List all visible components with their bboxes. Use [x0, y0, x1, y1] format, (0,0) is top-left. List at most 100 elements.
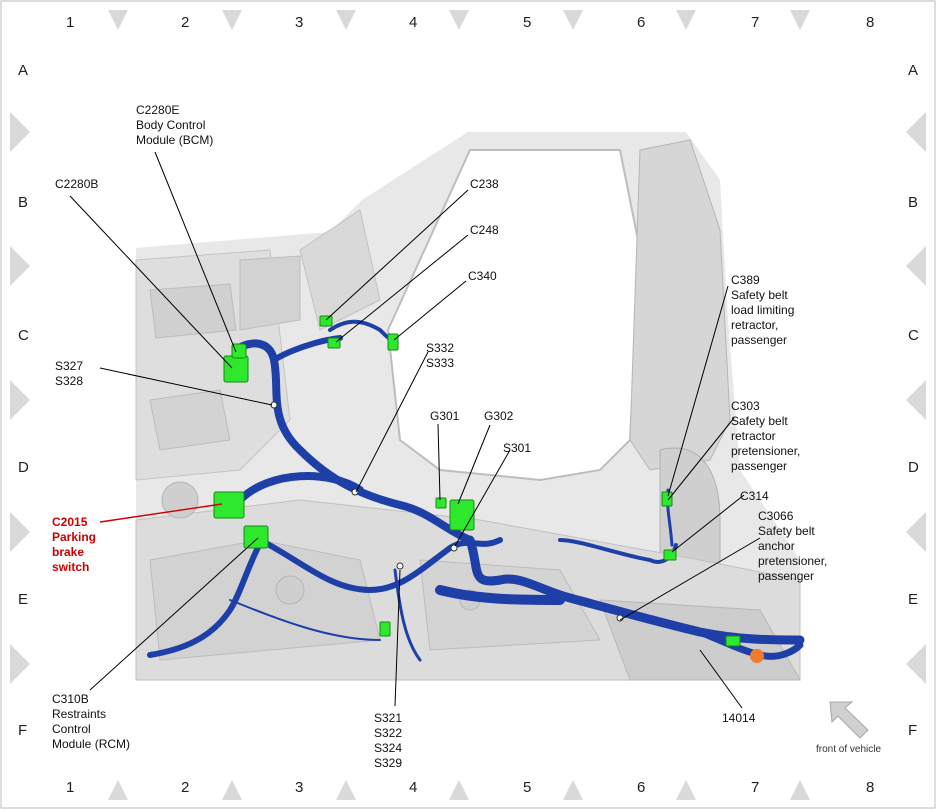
label-c389: C389 Safety belt load limiting retractor… [731, 273, 794, 347]
svg-text:brake: brake [52, 545, 84, 559]
svg-text:S332: S332 [426, 341, 454, 355]
svg-text:Control: Control [52, 722, 91, 736]
label-c2015: C2015 Parking brake switch [52, 515, 96, 574]
svg-text:S333: S333 [426, 356, 454, 370]
connector-c340 [387, 333, 399, 351]
orange-connector [750, 649, 764, 663]
connector-c238 [319, 315, 333, 327]
label-14014: 14014 [722, 711, 756, 725]
svg-text:Body Control: Body Control [136, 118, 205, 132]
label-c303: C303 Safety belt retractor pretensioner,… [731, 399, 800, 473]
label-s321: S321 S322 S324 S329 [374, 711, 402, 770]
svg-text:Safety belt: Safety belt [731, 288, 788, 302]
svg-text:6: 6 [637, 14, 645, 31]
svg-text:C3066: C3066 [758, 509, 794, 523]
label-s332: S332 S333 [426, 341, 454, 370]
svg-text:C: C [908, 327, 919, 344]
svg-text:2: 2 [181, 779, 189, 796]
connector-c2280b [223, 355, 249, 383]
label-s327: S327 S328 [55, 359, 83, 388]
svg-text:passenger: passenger [758, 569, 814, 583]
svg-text:load limiting: load limiting [731, 303, 794, 317]
svg-text:C2280E: C2280E [136, 103, 179, 117]
row-labels-right: A B C D E F [908, 62, 919, 739]
svg-text:Restraints: Restraints [52, 707, 106, 721]
svg-text:7: 7 [751, 14, 759, 31]
svg-text:C389: C389 [731, 273, 760, 287]
label-c310b: C310B Restraints Control Module (RCM) [52, 692, 130, 751]
svg-text:anchor: anchor [758, 539, 795, 553]
label-s301: S301 [503, 441, 531, 455]
svg-text:F: F [908, 722, 917, 739]
svg-text:3: 3 [295, 14, 303, 31]
connector-c389 [661, 491, 673, 507]
label-c3066: C3066 Safety belt anchor pretensioner, p… [758, 509, 827, 583]
svg-text:S324: S324 [374, 741, 402, 755]
connector-g301 [435, 497, 447, 509]
svg-text:retractor: retractor [731, 429, 776, 443]
connector-c2280e [231, 343, 247, 359]
svg-text:pretensioner,: pretensioner, [731, 444, 800, 458]
svg-text:8: 8 [866, 779, 874, 796]
front-of-vehicle-label: front of vehicle [816, 744, 881, 755]
svg-text:Parking: Parking [52, 530, 96, 544]
svg-text:6: 6 [637, 779, 645, 796]
svg-text:C303: C303 [731, 399, 760, 413]
svg-text:A: A [18, 62, 28, 79]
svg-text:S327: S327 [55, 359, 83, 373]
label-c238: C238 [470, 177, 499, 191]
svg-text:S321: S321 [374, 711, 402, 725]
vehicle-body-illustration [135, 132, 801, 681]
svg-text:F: F [18, 722, 27, 739]
svg-text:D: D [18, 459, 29, 476]
connector-rear [725, 635, 741, 647]
label-c248: C248 [470, 223, 499, 237]
svg-text:1: 1 [66, 779, 74, 796]
connector-c314 [663, 549, 677, 561]
label-c314: C314 [740, 489, 769, 503]
svg-text:2: 2 [181, 14, 189, 31]
svg-text:5: 5 [523, 14, 531, 31]
svg-text:B: B [18, 194, 28, 211]
column-labels-bottom: 1 2 3 4 5 6 7 8 [66, 779, 874, 796]
label-g302: G302 [484, 409, 514, 423]
svg-text:pretensioner,: pretensioner, [758, 554, 827, 568]
connector-g302 [449, 499, 475, 531]
label-c2280e: C2280E Body Control Module (BCM) [136, 103, 213, 147]
svg-text:C: C [18, 327, 29, 344]
svg-text:S329: S329 [374, 756, 402, 770]
svg-text:D: D [908, 459, 919, 476]
svg-text:passenger: passenger [731, 459, 787, 473]
svg-text:Module (BCM): Module (BCM) [136, 133, 213, 147]
svg-text:E: E [18, 591, 28, 608]
svg-text:Module (RCM): Module (RCM) [52, 737, 130, 751]
svg-text:3: 3 [295, 779, 303, 796]
label-c340: C340 [468, 269, 497, 283]
leader-lines [69, 151, 761, 709]
svg-text:B: B [908, 194, 918, 211]
svg-text:S322: S322 [374, 726, 402, 740]
svg-text:C310B: C310B [52, 692, 89, 706]
svg-text:4: 4 [409, 779, 417, 796]
label-c2280b: C2280B [55, 177, 98, 191]
svg-text:passenger: passenger [731, 333, 787, 347]
connector-c248 [327, 337, 341, 349]
svg-text:switch: switch [52, 560, 89, 574]
row-labels-left: A B C D E F [18, 62, 29, 739]
grid-markers [10, 10, 926, 800]
connectors [213, 315, 741, 647]
front-of-vehicle-arrow-icon [829, 701, 869, 739]
svg-text:1: 1 [66, 14, 74, 31]
svg-text:5: 5 [523, 779, 531, 796]
label-g301: G301 [430, 409, 460, 423]
svg-text:C2015: C2015 [52, 515, 88, 529]
svg-text:retractor,: retractor, [731, 318, 778, 332]
svg-text:E: E [908, 591, 918, 608]
svg-text:8: 8 [866, 14, 874, 31]
svg-text:Safety belt: Safety belt [758, 524, 815, 538]
connector-c310b [243, 525, 269, 549]
svg-text:A: A [908, 62, 918, 79]
column-labels-top: 1 2 3 4 5 6 7 8 [66, 14, 874, 31]
